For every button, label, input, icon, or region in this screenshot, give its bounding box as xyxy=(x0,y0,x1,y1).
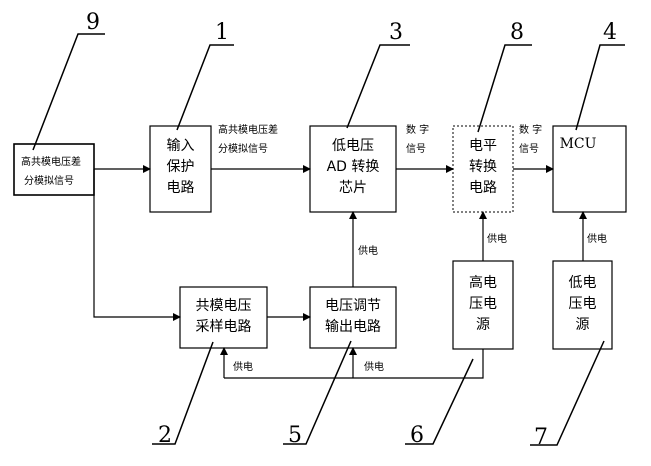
signal-label-digital-2b: 信号 xyxy=(519,144,539,155)
callout-leader-8 xyxy=(477,44,532,133)
sampling-label: 共模电压采样电路 xyxy=(195,298,252,335)
callout-leader-5 xyxy=(283,340,352,445)
callout-2: 2 xyxy=(158,423,172,448)
callout-5: 5 xyxy=(288,423,302,448)
power-label-adc: 供电 xyxy=(358,246,378,257)
protect-label: 输入保护电路 xyxy=(166,138,195,196)
callout-7: 7 xyxy=(534,425,548,450)
callout-9: 9 xyxy=(86,10,100,35)
callout-leader-6 xyxy=(405,358,474,445)
block-source xyxy=(13,143,95,196)
arrow-source-to-sampling xyxy=(93,169,181,321)
signal-label-digital-1b: 信号 xyxy=(406,144,426,155)
level-label: 电平转换电路 xyxy=(469,138,497,196)
signal-label-digital-2a: 数 字 xyxy=(519,125,543,136)
callout-leader-1 xyxy=(176,44,234,131)
callout-4: 4 xyxy=(603,20,617,45)
callout-leader-9 xyxy=(32,33,105,151)
signal-label-hcm-2: 分模拟信号 xyxy=(218,144,268,155)
mcu-label: MCU xyxy=(559,136,597,152)
hv-supply-label: 高电压电源 xyxy=(469,275,497,333)
callout-leader-7 xyxy=(530,340,605,446)
callout-leader-3 xyxy=(346,44,410,129)
callout-3: 3 xyxy=(389,20,403,45)
lv-supply-label: 低电压电源 xyxy=(568,275,597,333)
power-label-sampling: 供电 xyxy=(233,362,253,373)
callout-6: 6 xyxy=(410,423,424,448)
callout-1: 1 xyxy=(215,20,229,45)
callout-leader-2 xyxy=(152,341,214,445)
signal-label-digital-1a: 数 字 xyxy=(406,125,430,136)
callout-8: 8 xyxy=(510,20,524,45)
power-label-vreg: 供电 xyxy=(364,362,384,373)
vreg-label: 电压调节输出电路 xyxy=(325,298,381,335)
hv-feed-line xyxy=(224,349,484,379)
callout-leader-4 xyxy=(575,44,625,131)
power-label-mcu: 供电 xyxy=(587,234,607,245)
power-label-level: 供电 xyxy=(487,234,507,245)
source-label-line1: 高共模电压差 xyxy=(21,157,81,168)
signal-label-hcm-1: 高共模电压差 xyxy=(218,125,278,136)
source-label-line2: 分模拟信号 xyxy=(24,176,74,187)
